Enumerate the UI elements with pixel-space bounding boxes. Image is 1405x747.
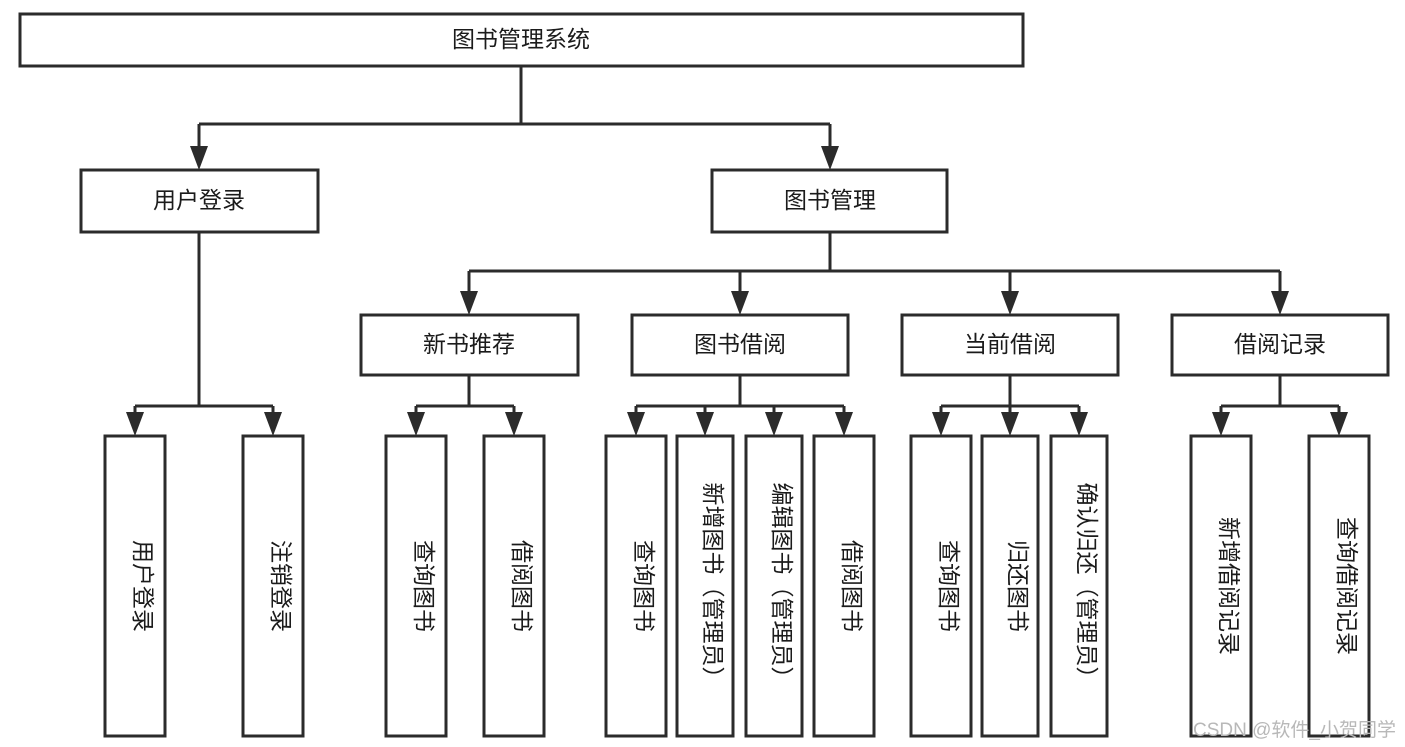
leaf-logout-box [241,434,305,738]
leaf-bb-edit-book-box [744,434,804,738]
leaf-nb-query-book-label: 查询图书 [411,540,437,632]
leaf-cb-return-book-box [980,434,1040,738]
arrowhead-current-borrow [1001,291,1019,315]
leaf-cb-query-book-label: 查询图书 [936,540,962,632]
leaf-cb-query-book-box [909,434,973,738]
arrowhead-nb-query [407,412,425,436]
leaf-cb-confirm-return-label: 确认归还（管理员） [1074,483,1100,690]
leaf-bb-add-book-box [675,434,735,738]
connector-new-book-to-leaves [407,375,523,436]
leaf-nb-borrow-book-box [482,434,546,738]
leaf-bb-query-book-box [604,434,668,738]
node-borrow-record-label: 借阅记录 [1234,331,1326,357]
node-book-manage[interactable]: 图书管理 [710,168,949,234]
node-book-manage-box [710,168,949,234]
arrowhead-bb-borrow [835,412,853,436]
leaf-cb-confirm-return-box [1049,434,1109,738]
leaf-bb-query-book-label: 查询图书 [631,540,657,632]
leaf-user-login[interactable]: 用户登录 [103,434,167,738]
connector-borrow-record-to-leaves [1212,375,1348,436]
arrowhead-leaf-logout [264,412,282,436]
leaf-bb-borrow-book-box [812,434,876,738]
leaf-br-add-record[interactable]: 新增借阅记录 [1189,434,1253,738]
leaf-br-query-record-label: 查询借阅记录 [1334,517,1360,655]
node-root-system[interactable]: 图书管理系统 [18,12,1025,68]
arrowhead-book-manage [821,146,839,170]
leaf-bb-add-book-label: 新增图书（管理员） [700,483,726,690]
arrowhead-cb-query [932,412,950,436]
arrowhead-new-book [460,291,478,315]
arrowhead-user-login [190,146,208,170]
node-book-borrow-box [630,313,850,377]
arrowhead-leaf-user-login [126,412,144,436]
connector-book-borrow-to-leaves [627,375,853,436]
arrowhead-borrow-record [1271,291,1289,315]
node-book-manage-label: 图书管理 [784,187,876,213]
leaf-logout[interactable]: 注销登录 [241,434,305,738]
leaf-cb-query-book[interactable]: 查询图书 [909,434,973,738]
connector-book-manage-to-level3 [460,232,1289,315]
leaf-logout-label: 注销登录 [268,540,294,632]
node-current-borrow-box [900,313,1120,377]
arrowhead-cb-confirm [1070,412,1088,436]
arrowhead-nb-borrow [505,412,523,436]
arrowhead-book-borrow [731,291,749,315]
leaf-nb-borrow-book[interactable]: 借阅图书 [482,434,546,738]
leaf-nb-query-book[interactable]: 查询图书 [384,434,448,738]
node-new-book-recommend[interactable]: 新书推荐 [359,313,580,377]
node-borrow-record-box [1170,313,1390,377]
leaf-bb-edit-book-label: 编辑图书（管理员） [769,483,795,690]
node-root-system-label: 图书管理系统 [452,26,590,52]
leaf-cb-return-book-label: 归还图书 [1005,540,1031,632]
leaf-cb-return-book[interactable]: 归还图书 [980,434,1040,738]
leaf-cb-confirm-return[interactable]: 确认归还（管理员） [1049,434,1109,738]
leaf-bb-borrow-book-label: 借阅图书 [839,540,865,632]
node-borrow-record[interactable]: 借阅记录 [1170,313,1390,377]
arrowhead-bb-edit [765,412,783,436]
node-current-borrow-label: 当前借阅 [964,331,1056,357]
arrowhead-br-query [1330,412,1348,436]
csdn-watermark: CSDN @软件_小贺同学 [1193,719,1396,741]
leaf-nb-query-book-box [384,434,448,738]
node-root-system-box [18,12,1025,68]
leaf-bb-query-book[interactable]: 查询图书 [604,434,668,738]
leaf-user-login-box [103,434,167,738]
node-user-login-label: 用户登录 [153,187,245,213]
leaf-user-login-label: 用户登录 [130,540,156,632]
node-book-borrow-label: 图书借阅 [694,331,786,357]
leaf-bb-edit-book[interactable]: 编辑图书（管理员） [744,434,804,738]
leaf-bb-add-book[interactable]: 新增图书（管理员） [675,434,735,738]
leaf-br-add-record-box [1189,434,1253,738]
arrowhead-br-add [1212,412,1230,436]
node-current-borrow[interactable]: 当前借阅 [900,313,1120,377]
leaf-nb-borrow-book-label: 借阅图书 [509,540,535,632]
arrowhead-cb-return [1001,412,1019,436]
leaf-bb-borrow-book[interactable]: 借阅图书 [812,434,876,738]
connector-root-to-level2 [190,66,839,170]
arrowhead-bb-add [696,412,714,436]
node-new-book-recommend-box [359,313,580,377]
node-book-borrow[interactable]: 图书借阅 [630,313,850,377]
leaf-br-query-record[interactable]: 查询借阅记录 [1307,434,1371,738]
node-user-login[interactable]: 用户登录 [79,168,320,234]
connector-user-login-to-leaves [126,232,282,436]
arrowhead-bb-query [627,412,645,436]
leaf-br-add-record-label: 新增借阅记录 [1216,517,1242,655]
connector-current-borrow-to-leaves [932,375,1088,436]
node-new-book-recommend-label: 新书推荐 [423,331,515,357]
leaf-br-query-record-box [1307,434,1371,738]
